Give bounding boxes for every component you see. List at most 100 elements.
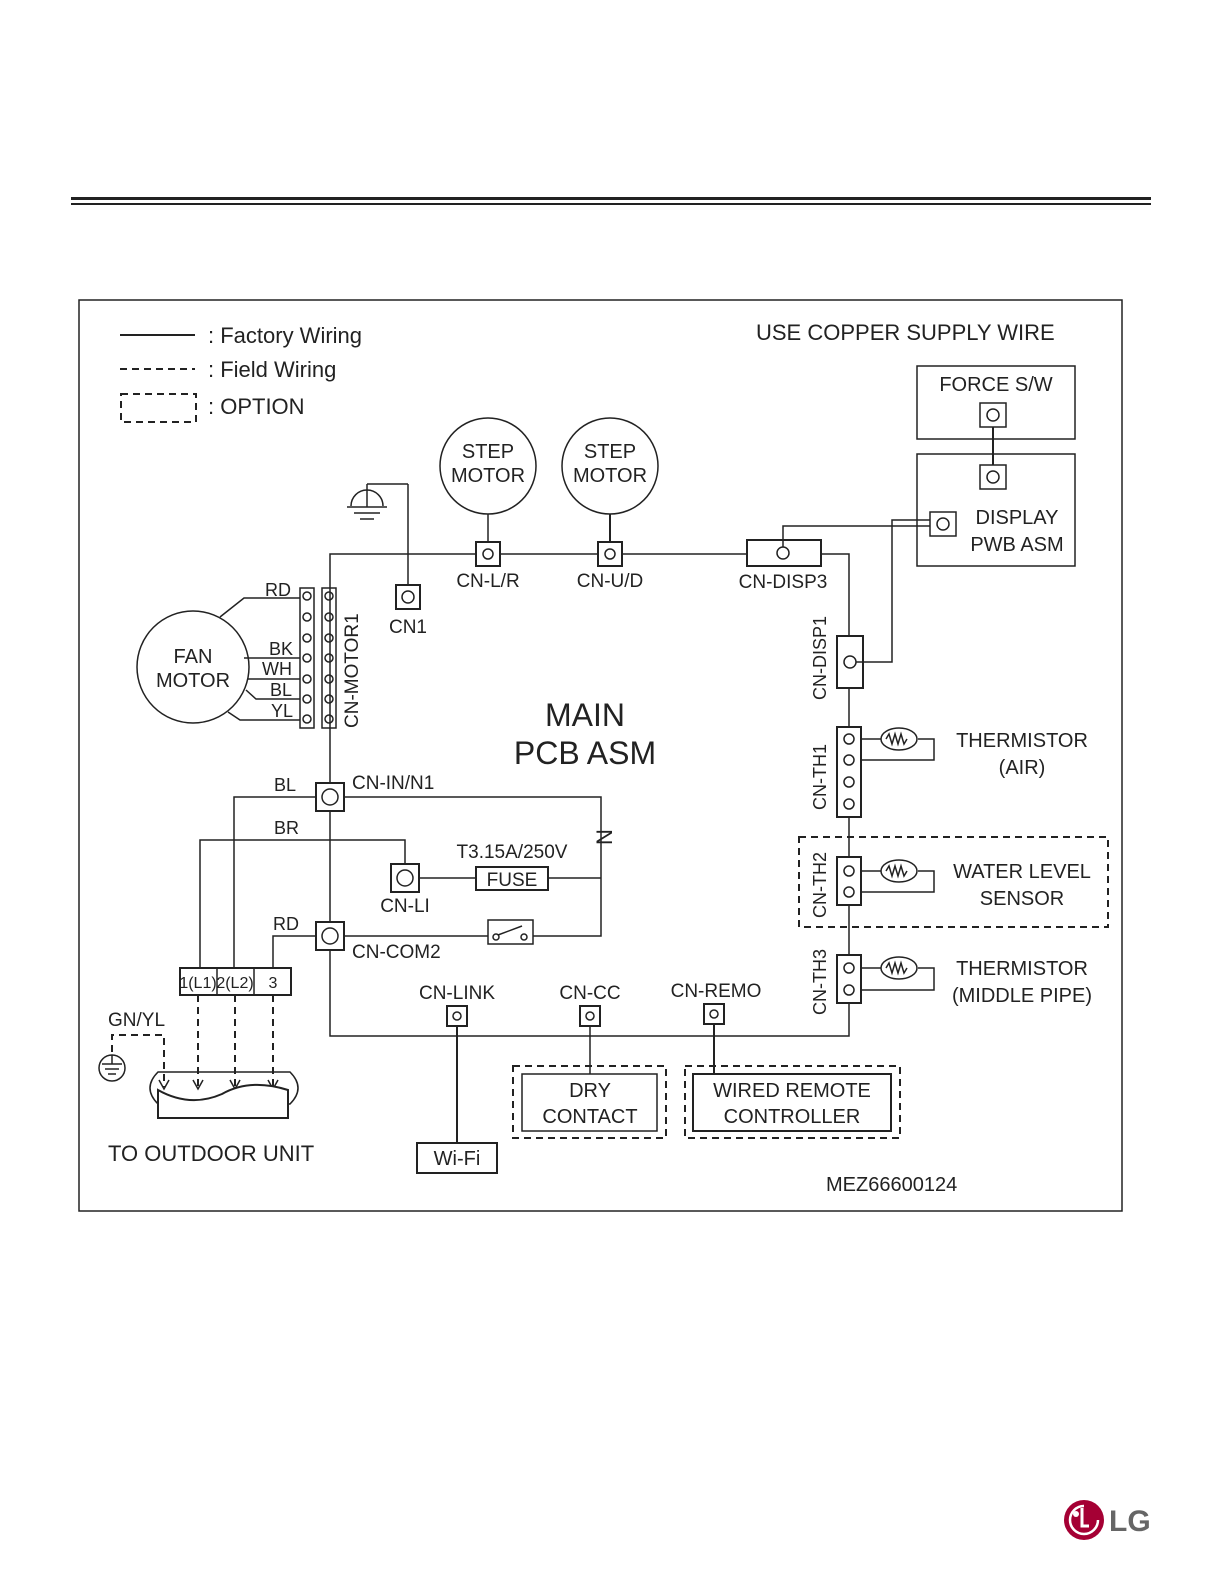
disp3-to-display-wire bbox=[782, 525, 930, 547]
th1-wire-b bbox=[861, 738, 935, 761]
wire-rd-label: RD bbox=[265, 580, 291, 600]
dry-contact-box bbox=[521, 1073, 658, 1132]
water-level-sensor-icon bbox=[880, 859, 918, 883]
fuse-rating: T3.15A/250V bbox=[457, 842, 568, 863]
fan-motor-label-1: FAN bbox=[174, 646, 213, 668]
wire-br-label: BR bbox=[274, 818, 299, 838]
cn-th2-label: CN-TH2 bbox=[810, 852, 830, 918]
fan-motor bbox=[136, 610, 250, 724]
force-switch-connector bbox=[979, 402, 1007, 428]
cn-lr-label: CN-L/R bbox=[456, 571, 519, 592]
cn-remo-label: CN-REMO bbox=[671, 981, 762, 1002]
cn-th2-connector bbox=[836, 856, 862, 906]
wire-bl-label: BL bbox=[270, 680, 292, 700]
arrow-gnyl-icon bbox=[158, 1079, 170, 1091]
force-switch-box bbox=[916, 365, 1076, 440]
ground-icon bbox=[347, 483, 409, 594]
thermistor-pipe-label-2: (MIDDLE PIPE) bbox=[952, 985, 1092, 1007]
lg-logo: LG bbox=[1064, 1500, 1151, 1540]
water-level-label-1: WATER LEVEL bbox=[953, 861, 1091, 883]
display-pwb-box bbox=[916, 453, 1076, 567]
cn-disp1-label: CN-DISP1 bbox=[810, 616, 830, 700]
cn-link-pin bbox=[452, 1011, 462, 1021]
cn-th2-pin-1 bbox=[843, 865, 855, 877]
cn-motor1-pins bbox=[302, 591, 334, 724]
legend: : Factory Wiring : Field Wiring : OPTION bbox=[120, 323, 362, 423]
cn-motor1-strip-left bbox=[299, 587, 315, 729]
cn-cc-pin bbox=[585, 1011, 595, 1021]
cn-remo-pin bbox=[709, 1009, 719, 1019]
wire-br-supply bbox=[199, 839, 406, 968]
display-top-pin bbox=[986, 470, 1000, 484]
wire-yl-label: YL bbox=[271, 701, 293, 721]
part-number: MEZ66600124 bbox=[826, 1174, 957, 1196]
cn-link-label: CN-LINK bbox=[419, 983, 495, 1004]
wire-rd-supply bbox=[272, 935, 316, 968]
cn-remo-connector bbox=[703, 1003, 725, 1025]
thermistor-air-label-2: (AIR) bbox=[999, 757, 1046, 779]
wire-gnyl-label: GN/YL bbox=[108, 1010, 165, 1031]
wire-bl-supply bbox=[233, 796, 316, 968]
cn-li-label: CN-LI bbox=[380, 896, 430, 917]
thermistor-air-zigzag bbox=[885, 731, 908, 747]
wire-wh-label: WH bbox=[262, 659, 292, 679]
cn-th3-label: CN-TH3 bbox=[810, 949, 830, 1015]
water-level-label-2: SENSOR bbox=[980, 888, 1064, 910]
wire-rd-supply-label: RD bbox=[273, 914, 299, 934]
cn-ud-pin bbox=[604, 548, 616, 560]
outdoor-unit-label: TO OUTDOOR UNIT bbox=[108, 1141, 314, 1166]
cn1-pin bbox=[401, 590, 415, 604]
water-level-option-box bbox=[798, 836, 1109, 928]
relay-switch-contact-a bbox=[492, 933, 500, 941]
arrow-l1-icon bbox=[192, 1079, 204, 1091]
cn-cc-connector bbox=[579, 1005, 601, 1027]
cn-com2-connector bbox=[315, 921, 345, 951]
display-side-connector bbox=[929, 511, 957, 537]
cn1-connector bbox=[395, 584, 421, 610]
wire-bk-label: BK bbox=[269, 639, 293, 659]
main-pcb-label-1: MAIN bbox=[545, 697, 625, 733]
outdoor-connector-outline bbox=[149, 1071, 299, 1105]
cn-in-n1-label: CN-IN/N1 bbox=[352, 773, 434, 794]
cn-motor1-label: CN-MOTOR1 bbox=[342, 613, 363, 728]
cn-disp3-label: CN-DISP3 bbox=[739, 572, 828, 593]
legend-field-label: : Field Wiring bbox=[208, 357, 336, 382]
force-switch-pin bbox=[986, 408, 1000, 422]
thermistor-pipe-label-1: THERMISTOR bbox=[956, 958, 1088, 980]
cn-th3-pin-1 bbox=[843, 962, 855, 974]
terminal-3: 3 bbox=[269, 975, 278, 992]
cn-in-n1-connector bbox=[315, 782, 345, 812]
diagram-frame bbox=[78, 299, 1123, 1212]
terminal-l1: 1(L1) bbox=[179, 975, 216, 992]
thermistor-pipe-icon bbox=[880, 956, 918, 980]
wifi-module-box bbox=[416, 1142, 498, 1174]
cn-th1-pin-2 bbox=[843, 754, 855, 766]
cn-th1-pin-4 bbox=[843, 798, 855, 810]
display-label-2: PWB ASM bbox=[970, 534, 1063, 556]
relay-switch-blade bbox=[497, 925, 523, 936]
fan-motor-label-2: MOTOR bbox=[156, 670, 230, 692]
water-level-sensor-zigzag bbox=[885, 863, 908, 879]
th2-wire-b bbox=[861, 870, 935, 893]
neutral-line bbox=[344, 796, 602, 937]
dry-contact-label-1: DRY bbox=[569, 1080, 611, 1102]
relay-switch-contact-b bbox=[520, 933, 528, 941]
dry-contact-option-box bbox=[512, 1065, 667, 1139]
dry-contact-label-2: CONTACT bbox=[542, 1106, 637, 1128]
thermistor-air-icon bbox=[880, 727, 918, 751]
step-motor-lr-label-1: STEP bbox=[462, 441, 514, 463]
cn-th1-pin-1 bbox=[843, 733, 855, 745]
cn-th3-connector bbox=[836, 954, 862, 1004]
th3-wire-b bbox=[861, 967, 935, 991]
cn-th1-pin-3 bbox=[843, 776, 855, 788]
cn-th1-connector bbox=[836, 726, 862, 818]
cn-in-n1-pin bbox=[321, 788, 339, 806]
cn-com2-label: CN-COM2 bbox=[352, 942, 441, 963]
fuse-label: FUSE bbox=[487, 870, 538, 891]
relay-switch-box bbox=[487, 919, 534, 945]
cn-lr-pin bbox=[482, 548, 494, 560]
wire-bl-fan bbox=[245, 689, 300, 700]
display-side-pin bbox=[936, 517, 950, 531]
terminal-l2: 2(L2) bbox=[216, 975, 253, 992]
